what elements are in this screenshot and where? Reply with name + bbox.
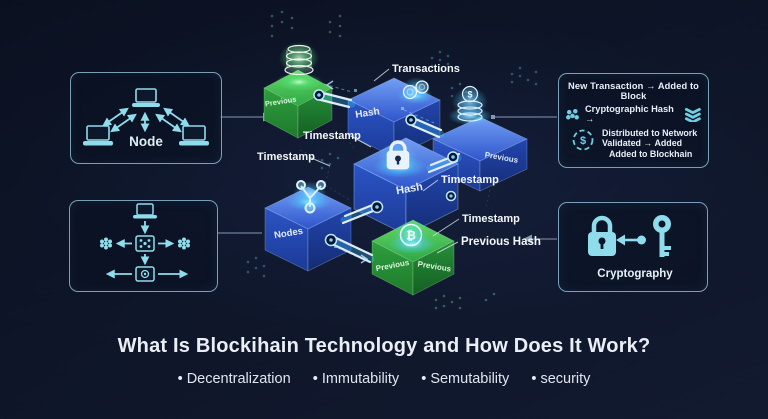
process-step-2-label: Cryptographic Hash →: [584, 104, 674, 125]
node-panel: Node: [70, 72, 222, 164]
process-step-1: New Transaction → Added to Block: [568, 81, 699, 102]
laptop-icon: [83, 88, 209, 146]
process-step-3-line3: Added to Blockhain: [609, 149, 693, 160]
cube4-label: Hash: [395, 181, 424, 198]
flowchart-graphic: [100, 203, 190, 282]
process-step-3-line1: Distributed to Network: [602, 127, 698, 138]
data-dots-cyan: [246, 50, 538, 278]
process-step-3-line2: Validated → Added: [602, 138, 683, 149]
bullet-semutability: Semutability: [421, 371, 509, 387]
dollar-stack-icon: [457, 85, 483, 122]
network-arrows: [102, 107, 190, 133]
page-title: What Is Blockihain Technology and How Do…: [117, 335, 651, 357]
transactions-label: Transactions: [392, 63, 460, 75]
feature-bullets: Decentralization Immutability Semutabili…: [0, 371, 768, 387]
bitcoin-icon: [399, 223, 423, 247]
flowchart-panel: [69, 200, 218, 292]
node-panel-label: Node: [129, 134, 163, 149]
annotation-leader-lines: [308, 68, 460, 254]
nodes-cluster-icon: [566, 108, 579, 120]
cube2-label: Hash: [355, 106, 381, 121]
dollar-glyph: $: [467, 90, 472, 100]
cube5-label: Nodes: [273, 226, 303, 241]
node-network-graphic: Node: [83, 88, 209, 149]
chip-icon: [135, 235, 155, 252]
bullet-security: security: [531, 371, 590, 387]
dollar-circle-glyph: $: [580, 135, 586, 147]
key-icon: [653, 215, 671, 257]
laptop-icon: [133, 203, 157, 219]
timestamp-label-3: Timestamp: [441, 174, 499, 186]
cluster-icon-right: [178, 237, 190, 250]
flow-arrows: [105, 221, 189, 279]
process-step-2: Cryptographic Hash →: [565, 104, 702, 124]
data-dots-green: [270, 10, 496, 310]
bullet-decentralization: Decentralization: [178, 371, 291, 387]
process-panel: New Transaction → Added to Block Cryptog…: [558, 73, 709, 168]
lock-icon: [386, 140, 410, 170]
timestamp-label-2: Timestamp: [257, 151, 315, 163]
cryptography-graphic: Cryptography: [588, 215, 673, 280]
bullet-immutability: Immutability: [313, 371, 399, 387]
cryptography-label: Cryptography: [597, 268, 673, 280]
cryptography-panel: Cryptography: [558, 202, 708, 292]
small-key-icon: [616, 234, 646, 246]
timestamp-label-1: Timestamp: [303, 130, 361, 142]
cluster-icon-left: [100, 237, 112, 250]
layers-icon: [685, 107, 702, 122]
block-cube-3: [432, 116, 528, 192]
timestamp-label-4: Timestamp: [462, 213, 520, 225]
lock-icon: [588, 215, 616, 256]
target-box-icon: [135, 266, 155, 282]
pipe-ports: [313, 89, 459, 247]
previous-hash-label: Previous Hash: [461, 236, 541, 248]
dollar-circle-icon: $: [572, 129, 594, 151]
coin-stack-icon: [284, 44, 314, 76]
process-step-3: $ Distributed to Network Validated → Add…: [565, 128, 702, 160]
coins-icon: [402, 80, 429, 100]
branch-icon: [296, 180, 326, 214]
bitcoin-glyph: ₿: [406, 229, 416, 243]
